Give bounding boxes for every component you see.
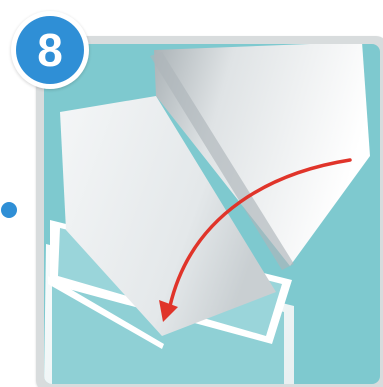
paper-fold-illustration bbox=[44, 44, 380, 384]
illustration-frame bbox=[36, 36, 383, 387]
side-dot-icon bbox=[1, 202, 17, 218]
step-number: 8 bbox=[16, 16, 84, 84]
illustration-panel bbox=[44, 44, 380, 384]
step-badge: 8 bbox=[11, 11, 89, 89]
